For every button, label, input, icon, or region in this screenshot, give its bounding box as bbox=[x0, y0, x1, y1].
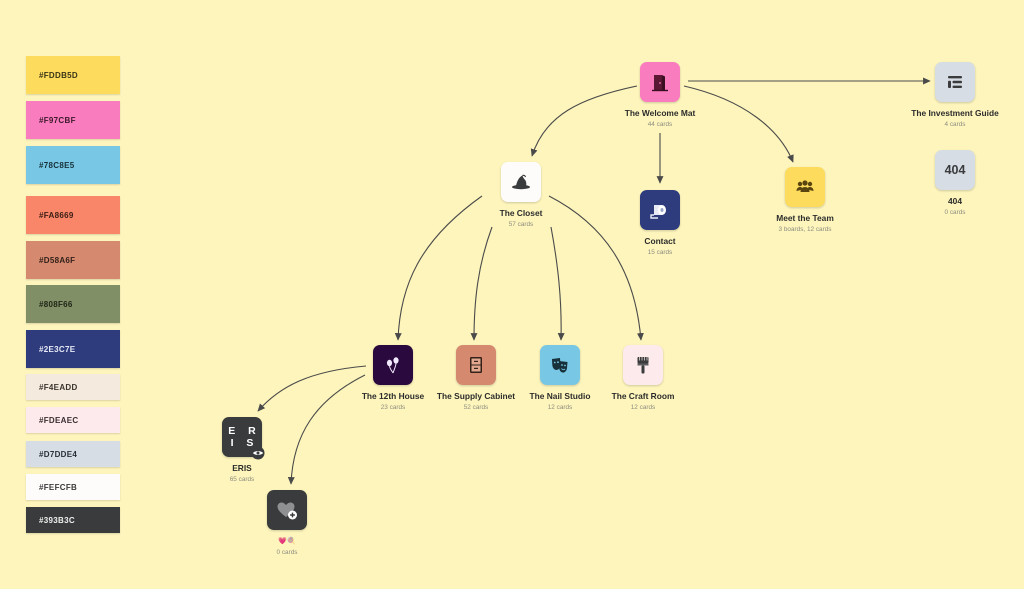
board-the-supply-cabinet[interactable]: The Supply Cabinet 52 cards bbox=[406, 345, 546, 413]
board-icon-tile: 404 bbox=[935, 150, 975, 190]
board-icon-tile bbox=[640, 62, 680, 102]
board-title: 💗🍭 bbox=[278, 538, 296, 545]
heart-add-icon bbox=[277, 502, 297, 520]
swatch-f97cbf[interactable]: #F97CBF bbox=[26, 101, 120, 139]
edge-closet-to-craft bbox=[548, 195, 644, 341]
board-welcome-mat[interactable]: The Welcome Mat 44 cards bbox=[590, 62, 730, 130]
board-title: The Supply Cabinet bbox=[436, 391, 516, 401]
swatch-label: #393B3C bbox=[39, 515, 75, 525]
edge-closet-to-nail bbox=[550, 226, 565, 341]
board-title: The 12th House bbox=[361, 391, 425, 401]
paintbrush-icon bbox=[637, 357, 649, 374]
board-card-count: 23 cards bbox=[380, 404, 406, 411]
board-title: The Nail Studio bbox=[529, 391, 591, 401]
board-icon-tile bbox=[640, 190, 680, 230]
board-investment-guide[interactable]: The Investment Guide 4 cards bbox=[885, 62, 1024, 130]
swatch-78c8e5[interactable]: #78C8E5 bbox=[26, 146, 120, 184]
board-title: The Welcome Mat bbox=[624, 108, 696, 118]
board-icon-tile bbox=[267, 490, 307, 530]
balloons-icon bbox=[386, 357, 399, 374]
board-card-count: 65 cards bbox=[229, 476, 255, 483]
board-icon-tile bbox=[935, 62, 975, 102]
board-card-count: 57 cards bbox=[508, 221, 534, 228]
board-title: The Craft Room bbox=[611, 391, 675, 401]
board-card-count: 12 cards bbox=[547, 404, 573, 411]
theater-masks-icon bbox=[552, 358, 568, 373]
board-card-count: 12 cards bbox=[630, 404, 656, 411]
swatch-f4eadd[interactable]: #F4EADD bbox=[26, 374, 120, 400]
edge-closet-to-12th bbox=[394, 195, 483, 341]
board-icon-tile bbox=[373, 345, 413, 385]
swatch-d58a6f[interactable]: #D58A6F bbox=[26, 241, 120, 279]
board-card-count: 0 cards bbox=[944, 209, 966, 216]
board-card-count: 44 cards bbox=[647, 121, 673, 128]
board-meet-the-team[interactable]: Meet the Team 3 boards, 12 cards bbox=[735, 167, 875, 235]
swatch-label: #FDDB5D bbox=[39, 70, 78, 80]
swatch-label: #FDEAEC bbox=[39, 415, 79, 425]
board-title: 404 bbox=[948, 196, 962, 206]
swatch-fa8669[interactable]: #FA8669 bbox=[26, 196, 120, 234]
board-icon-tile bbox=[623, 345, 663, 385]
edge-welcome-to-closet bbox=[530, 85, 638, 157]
edge-12th-to-eris bbox=[257, 365, 367, 412]
board-the-nail-studio[interactable]: The Nail Studio 12 cards bbox=[490, 345, 630, 413]
board-card-count: 0 cards bbox=[276, 549, 298, 556]
board-contact[interactable]: Contact 15 cards bbox=[590, 190, 730, 258]
door-icon bbox=[652, 75, 668, 92]
board-the-craft-room[interactable]: The Craft Room 12 cards bbox=[573, 345, 713, 413]
swatch-label: #FA8669 bbox=[39, 210, 74, 220]
board-card-count: 15 cards bbox=[647, 249, 673, 256]
board-404[interactable]: 404 404 0 cards bbox=[885, 150, 1024, 218]
board-title: Meet the Team bbox=[776, 213, 834, 223]
board-the-closet[interactable]: The Closet 57 cards bbox=[451, 162, 591, 230]
board-icon-tile bbox=[456, 345, 496, 385]
toilet-paper-icon bbox=[650, 205, 666, 219]
board-eris[interactable]: E R I S ERIS 65 cards bbox=[172, 417, 312, 485]
board-card-count: 3 boards, 12 cards bbox=[778, 226, 832, 233]
board-icon-tile bbox=[785, 167, 825, 207]
swatch-d7dde4[interactable]: #D7DDE4 bbox=[26, 441, 120, 467]
swatch-label: #D58A6F bbox=[39, 255, 76, 265]
swatch-fdeaec[interactable]: #FDEAEC bbox=[26, 407, 120, 433]
swatch-label: #D7DDE4 bbox=[39, 449, 78, 459]
board-icon-tile bbox=[540, 345, 580, 385]
cabinet-icon bbox=[470, 357, 482, 373]
eris-logo-text: E R I S bbox=[228, 425, 261, 449]
swatch-fddb5d[interactable]: #FDDB5D bbox=[26, 56, 120, 94]
swatch-label: #F4EADD bbox=[39, 382, 78, 392]
board-title: Contact bbox=[644, 236, 676, 246]
team-icon bbox=[796, 180, 814, 192]
swatch-808f66[interactable]: #808F66 bbox=[26, 285, 120, 323]
board-icon-tile bbox=[501, 162, 541, 202]
swatch-2e3c7e[interactable]: #2E3C7E bbox=[26, 330, 120, 368]
board-icon-tile: E R I S bbox=[222, 417, 265, 460]
board-emoji-heart-lollipop[interactable]: 💗🍭 0 cards bbox=[217, 490, 357, 558]
board-icon-text: 404 bbox=[944, 163, 966, 177]
board-card-count: 52 cards bbox=[463, 404, 489, 411]
swatch-fefcfb[interactable]: #FEFCFB bbox=[26, 474, 120, 500]
board-card-count: 4 cards bbox=[944, 121, 966, 128]
list-icon bbox=[948, 76, 962, 88]
swatch-label: #78C8E5 bbox=[39, 160, 75, 170]
swatch-label: #FEFCFB bbox=[39, 482, 78, 492]
board-title: The Closet bbox=[499, 208, 543, 218]
board-the-12th-house[interactable]: The 12th House 23 cards bbox=[323, 345, 463, 413]
eye-icon bbox=[251, 446, 265, 460]
edge-welcome-to-team bbox=[683, 85, 794, 163]
witch-hat-icon bbox=[512, 174, 530, 190]
edge-12th-to-emoji bbox=[287, 374, 366, 485]
swatch-label: #808F66 bbox=[39, 299, 73, 309]
swatch-label: #F97CBF bbox=[39, 115, 76, 125]
edge-closet-to-supply bbox=[470, 226, 493, 341]
board-title: The Investment Guide bbox=[911, 108, 999, 118]
swatch-393b3c[interactable]: #393B3C bbox=[26, 507, 120, 533]
swatch-label: #2E3C7E bbox=[39, 344, 76, 354]
board-title: ERIS bbox=[232, 463, 252, 473]
